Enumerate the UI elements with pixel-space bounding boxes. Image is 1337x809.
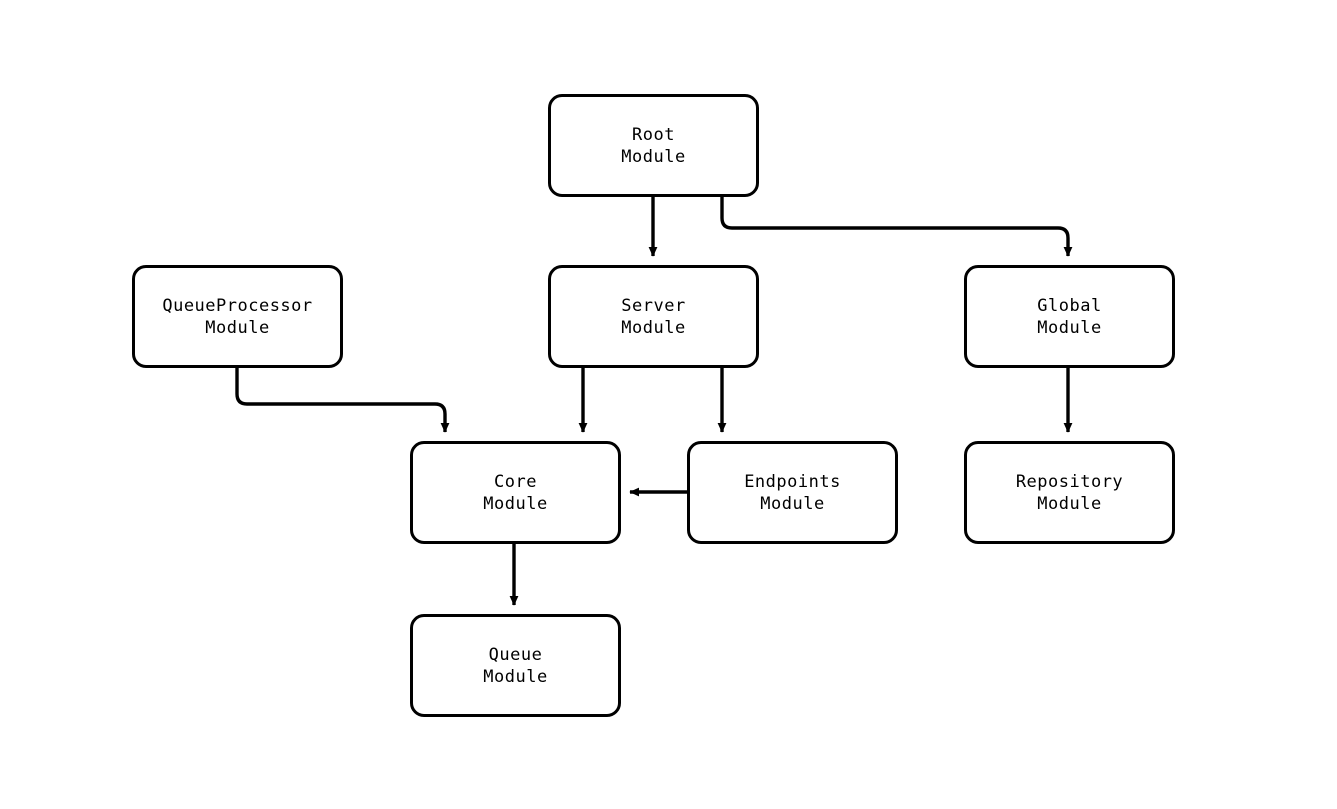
node-server-module[interactable]: Server Module	[548, 265, 759, 368]
node-label-line1: Repository	[1015, 471, 1124, 492]
node-label-line1: QueueProcessor	[162, 295, 313, 316]
node-label-line1: Root	[632, 124, 675, 145]
node-core-module[interactable]: Core Module	[410, 441, 621, 544]
node-label-line2: Module	[1037, 317, 1102, 338]
node-label-line1: Endpoints	[744, 471, 841, 492]
node-label-line1: Core	[494, 471, 537, 492]
edge-queueprocessor-to-core	[235, 368, 450, 433]
node-label-line2: Module	[483, 666, 548, 687]
node-label-line2: Module	[621, 317, 686, 338]
node-label-line2: Module	[621, 146, 686, 167]
node-label-line1: Global	[1037, 295, 1102, 316]
edge-root-to-global	[720, 197, 1073, 257]
node-label-line2: Module	[205, 317, 270, 338]
node-label-line2: Module	[1037, 493, 1102, 514]
node-root-module[interactable]: Root Module	[548, 94, 759, 197]
node-label-line2: Module	[483, 493, 548, 514]
node-label-line2: Module	[760, 493, 825, 514]
node-label-line1: Server	[621, 295, 686, 316]
node-global-module[interactable]: Global Module	[964, 265, 1175, 368]
node-queue-module[interactable]: Queue Module	[410, 614, 621, 717]
node-endpoints-module[interactable]: Endpoints Module	[687, 441, 898, 544]
node-repository-module[interactable]: Repository Module	[964, 441, 1175, 544]
node-queueprocessor-module[interactable]: QueueProcessor Module	[132, 265, 343, 368]
node-label-line1: Queue	[488, 644, 543, 665]
